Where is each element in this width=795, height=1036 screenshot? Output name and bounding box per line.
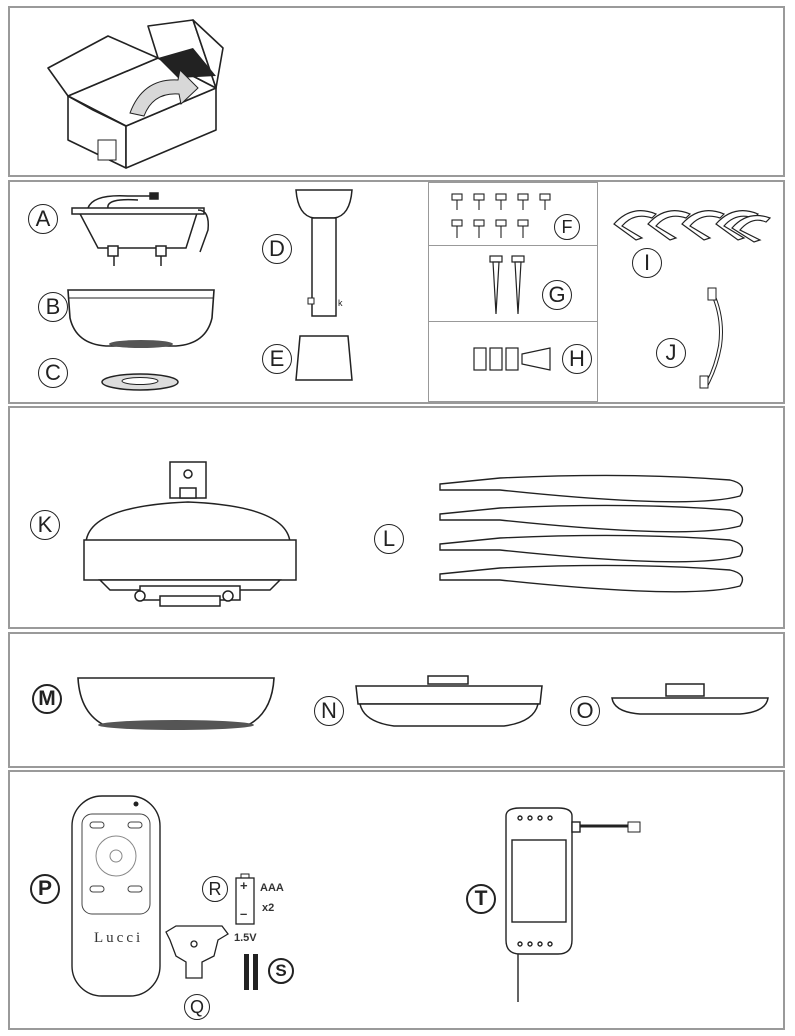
panel-hardware: A B C D k E xyxy=(8,180,785,404)
panel-light-kit: M N O xyxy=(8,632,785,768)
battery-count: x2 xyxy=(262,902,275,914)
battery-plus: + xyxy=(240,878,248,893)
blades-icon xyxy=(439,474,744,593)
box-icon xyxy=(47,19,224,169)
label-f: F xyxy=(554,214,580,240)
remote-icon xyxy=(71,795,161,997)
battery-icon xyxy=(235,873,255,925)
downrod-icon: k xyxy=(295,189,353,317)
wood-screws-icon xyxy=(489,255,525,315)
label-k: K xyxy=(30,510,60,540)
wire-connectors-icon xyxy=(473,347,551,371)
label-b: B xyxy=(38,292,68,322)
label-d: D xyxy=(262,234,292,264)
canopy-ring-icon xyxy=(101,373,179,391)
receiver-icon xyxy=(505,807,641,1002)
screws-icon xyxy=(244,954,258,990)
label-h: H xyxy=(562,344,592,374)
label-e: E xyxy=(262,344,292,374)
blade-clips-icon xyxy=(613,210,772,243)
label-m: M xyxy=(32,684,62,714)
light-kit-icon xyxy=(355,675,543,727)
svg-text:k: k xyxy=(338,298,343,308)
battery-voltage: 1.5V xyxy=(234,932,257,944)
label-r: R xyxy=(202,876,228,902)
label-g: G xyxy=(542,280,572,310)
battery-minus: – xyxy=(240,906,248,921)
downrod-cover-icon xyxy=(295,335,353,381)
panel-box xyxy=(8,6,785,177)
remote-brand: Lucci xyxy=(94,930,144,946)
label-n: N xyxy=(314,696,344,726)
label-s: S xyxy=(268,958,294,984)
mounting-bracket-icon xyxy=(71,192,210,266)
battery-type: AAA xyxy=(260,882,284,894)
light-kit-icon xyxy=(77,677,275,730)
remote-holder-icon xyxy=(165,925,229,979)
label-j: J xyxy=(656,338,686,368)
motor-icon xyxy=(83,461,297,607)
label-p: P xyxy=(30,874,60,904)
label-t: T xyxy=(466,884,496,914)
label-c: C xyxy=(38,358,68,388)
panel-motor-blades: K L xyxy=(8,406,785,629)
panel-remote-receiver: P Lucci Q R + – AAA x2 1.5V S T xyxy=(8,770,785,1030)
label-i: I xyxy=(632,248,662,278)
hardware-box xyxy=(428,182,598,402)
light-kit-icon xyxy=(611,683,769,715)
label-a: A xyxy=(28,204,58,234)
label-o: O xyxy=(570,696,600,726)
label-l: L xyxy=(374,524,404,554)
screws-icon xyxy=(451,193,551,238)
label-q: Q xyxy=(184,994,210,1020)
wire-harness-icon xyxy=(699,287,723,389)
canopy-icon xyxy=(67,289,215,348)
